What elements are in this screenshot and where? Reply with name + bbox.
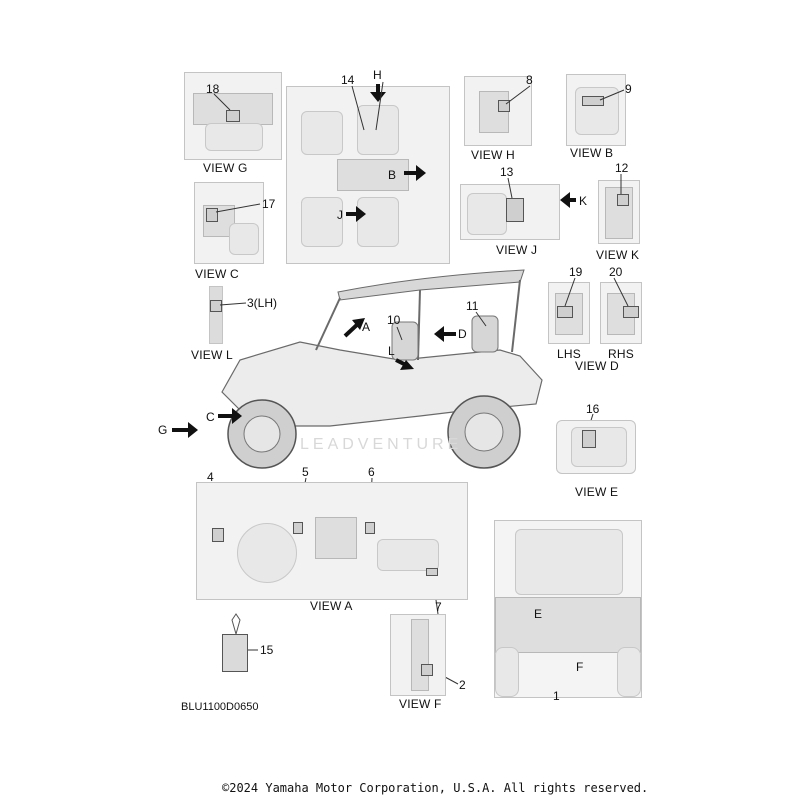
callout-20: 20	[609, 265, 623, 279]
callout-19: 19	[569, 265, 583, 279]
callout-17: 17	[262, 197, 276, 211]
callout-1: 1	[553, 689, 560, 703]
arrow-c-label: C	[206, 410, 215, 424]
callout-2: 2	[459, 678, 466, 692]
decal-19	[557, 306, 573, 318]
decal-9	[582, 96, 604, 106]
rear-view-panel	[494, 520, 642, 698]
decal-18	[226, 110, 240, 122]
arrow-e-label: E	[534, 607, 543, 621]
arrow-j-label: J	[337, 208, 343, 222]
decal-3	[210, 300, 222, 312]
view-d-rhs-label: RHS	[608, 347, 634, 361]
callout-11: 11	[466, 299, 479, 313]
decal-20	[623, 306, 639, 318]
decal-16	[582, 430, 596, 448]
view-j-label: VIEW J	[496, 243, 538, 257]
callout-6: 6	[368, 465, 375, 479]
decal-13	[506, 198, 524, 222]
decal-15	[222, 634, 248, 672]
diagram-code: BLU1100D0650	[181, 701, 259, 713]
view-c-panel	[194, 182, 264, 264]
arrow-b-label: B	[388, 168, 397, 182]
view-g-panel	[184, 72, 282, 160]
view-e-label: VIEW E	[575, 485, 619, 499]
view-l-label: VIEW L	[191, 348, 233, 362]
view-h-label: VIEW H	[471, 148, 515, 162]
callout-18: 18	[206, 82, 220, 96]
arrow-k-label: K	[579, 194, 588, 208]
view-k-label: VIEW K	[596, 248, 640, 262]
decal-17	[206, 208, 218, 222]
callout-13: 13	[500, 165, 514, 179]
callout-9: 9	[625, 82, 632, 96]
view-g-label: VIEW G	[203, 161, 248, 175]
callout-4: 4	[207, 470, 214, 484]
view-f-label: VIEW F	[399, 697, 442, 711]
view-a-panel	[196, 482, 468, 600]
callout-14: 14	[341, 73, 355, 87]
decal-6	[365, 522, 375, 534]
arrow-d-label: D	[458, 327, 467, 341]
view-e-panel	[556, 420, 636, 474]
decal-5	[293, 522, 303, 534]
view-f-panel	[390, 614, 446, 696]
view-d-label: VIEW D	[575, 359, 619, 373]
callout-10: 10	[387, 313, 401, 327]
view-a-label: VIEW A	[310, 599, 353, 613]
arrow-l-label: L	[388, 344, 395, 358]
decal-4	[212, 528, 224, 542]
arrow-g-label: G	[158, 423, 168, 437]
decal-2	[421, 664, 433, 676]
decal-7	[426, 568, 438, 576]
callout-16: 16	[586, 402, 600, 416]
callout-12: 12	[615, 161, 629, 175]
callout-7: 7	[435, 600, 442, 614]
arrow-f-label: F	[576, 660, 584, 674]
callout-5: 5	[302, 465, 309, 479]
callout-8: 8	[526, 73, 533, 87]
view-b-panel	[566, 74, 626, 146]
view-d-lhs-label: LHS	[557, 347, 581, 361]
arrow-a-label: A	[362, 320, 371, 334]
watermark: LEADVENTURE	[300, 436, 463, 453]
copyright-footer: ©2024 Yamaha Motor Corporation, U.S.A. A…	[222, 781, 649, 795]
callout-15: 15	[260, 643, 274, 657]
decal-12	[617, 194, 629, 206]
view-c-label: VIEW C	[195, 267, 239, 281]
view-b-label: VIEW B	[570, 146, 614, 160]
callout-3: 3(LH)	[247, 296, 278, 310]
arrow-h-label: H	[373, 68, 382, 82]
